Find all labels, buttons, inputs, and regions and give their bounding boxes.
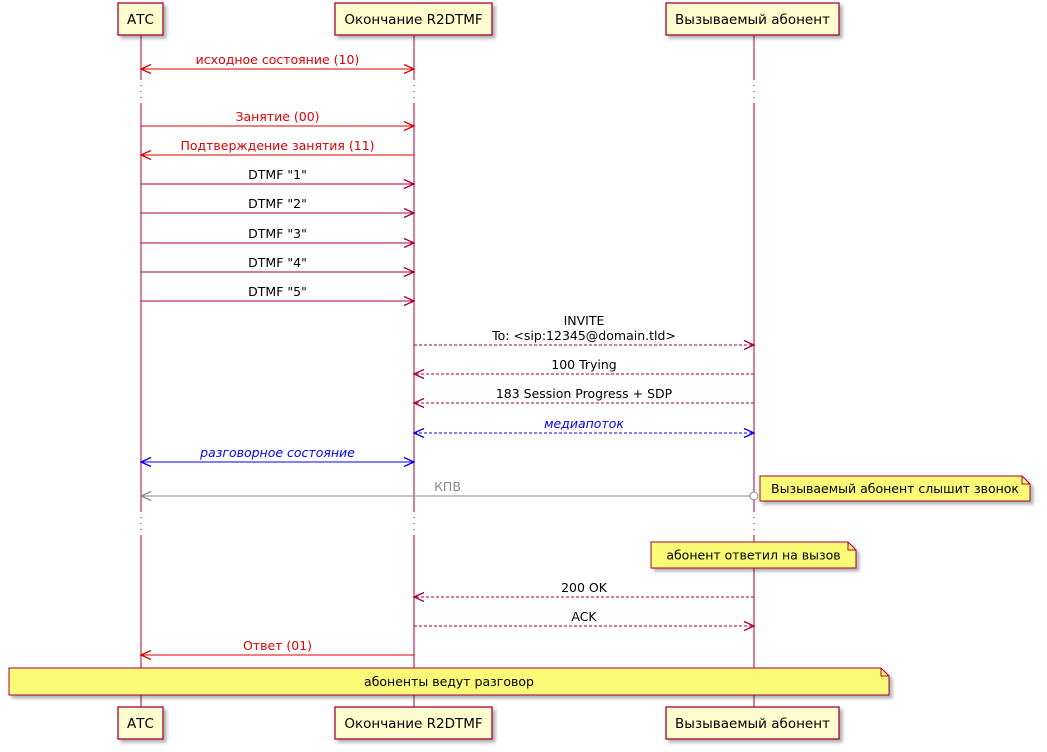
message-label: Занятие (00) <box>235 109 319 124</box>
participant-label-r2-bottom: Окончание R2DTMF <box>344 716 482 732</box>
message-11: 183 Session Progress + SDP <box>412 386 754 409</box>
message-2: Занятие (00) <box>141 109 416 132</box>
note-over-sub <box>650 541 857 569</box>
message-label: медиапоток <box>544 416 624 431</box>
arrowhead <box>743 620 756 632</box>
participant-box-sub-bottom <box>665 706 840 740</box>
arrowhead <box>403 207 416 219</box>
message-6: DTMF "3" <box>141 226 416 249</box>
participant-label-sub-top: Вызываемый абонент <box>675 12 830 28</box>
arrowhead-start <box>412 427 425 439</box>
arrowhead-start <box>139 456 152 468</box>
message-4: DTMF "1" <box>141 167 416 190</box>
note-over-sub-text: абонент ответил на вызов <box>666 548 840 563</box>
message-7: DTMF "4" <box>141 255 416 278</box>
note-right-sub-text: Вызываемый абонент слышит звонок <box>771 481 1019 496</box>
note-right-sub <box>759 475 1031 502</box>
message-13: разговорное состояние <box>139 445 416 468</box>
message-19: Ответ (01) <box>139 638 414 661</box>
message-12: медиапоток <box>412 416 756 439</box>
message-label: КПВ <box>434 479 461 494</box>
message-18: ACK <box>414 609 756 632</box>
participant-box-r2-bottom <box>334 706 493 740</box>
note-across-all-fold <box>880 668 889 677</box>
message-label: DTMF "3" <box>248 226 307 241</box>
participant-box-sub-top <box>665 2 840 36</box>
arrowhead <box>403 178 416 190</box>
message-label: DTMF "5" <box>248 284 307 299</box>
message-label: ACK <box>571 609 597 624</box>
arrowhead <box>403 120 416 132</box>
message-label: 200 OK <box>561 580 608 595</box>
arrowhead <box>139 149 152 161</box>
message-10: 100 Trying <box>412 357 754 380</box>
message-label: разговорное состояние <box>199 445 355 460</box>
arrowhead <box>139 490 152 502</box>
message-label: Подтверждение занятия (11) <box>180 138 374 153</box>
arrowhead <box>412 397 425 409</box>
participant-box-atc-top <box>117 2 164 36</box>
participant-box-r2-top <box>334 2 493 36</box>
message-3: Подтверждение занятия (11) <box>139 138 414 161</box>
message-label: DTMF "4" <box>248 255 307 270</box>
arrowhead <box>412 368 425 380</box>
message-label: Ответ (01) <box>243 638 312 653</box>
arrowhead <box>403 237 416 249</box>
message-label: To: <sip:12345@domain.tld> <box>491 328 676 343</box>
arrowhead <box>403 456 416 468</box>
message-5: DTMF "2" <box>141 196 416 219</box>
message-label: DTMF "2" <box>248 196 307 211</box>
participant-label-atc-top: АТС <box>127 12 154 28</box>
participant-label-r2-top: Окончание R2DTMF <box>344 12 482 28</box>
participant-label-sub-bottom: Вызываемый абонент <box>675 716 830 732</box>
lost-message-circle <box>749 491 759 501</box>
arrowhead <box>743 339 756 351</box>
message-0: исходное состояние (10) <box>139 52 416 75</box>
message-label: DTMF "1" <box>248 167 307 182</box>
message-14: КПВ <box>139 479 759 502</box>
arrowhead <box>403 266 416 278</box>
message-label: INVITE <box>564 313 605 328</box>
participant-label-atc-bottom: АТС <box>127 716 154 732</box>
arrowhead <box>403 295 416 307</box>
message-label: исходное состояние (10) <box>196 52 360 67</box>
arrowhead <box>743 427 756 439</box>
message-label: 183 Session Progress + SDP <box>496 386 673 401</box>
note-across-all <box>8 667 890 696</box>
arrowhead <box>139 649 152 661</box>
note-over-sub-fold <box>847 542 856 551</box>
message-label: 100 Trying <box>551 357 617 372</box>
participant-box-atc-bottom <box>117 706 164 740</box>
message-17: 200 OK <box>412 580 754 603</box>
arrowhead <box>403 63 416 75</box>
note-right-sub-fold <box>1021 476 1030 485</box>
message-8: DTMF "5" <box>141 284 416 307</box>
arrowhead-start <box>139 63 152 75</box>
note-across-all-text: абоненты ведут разговор <box>364 674 534 689</box>
arrowhead <box>412 591 425 603</box>
